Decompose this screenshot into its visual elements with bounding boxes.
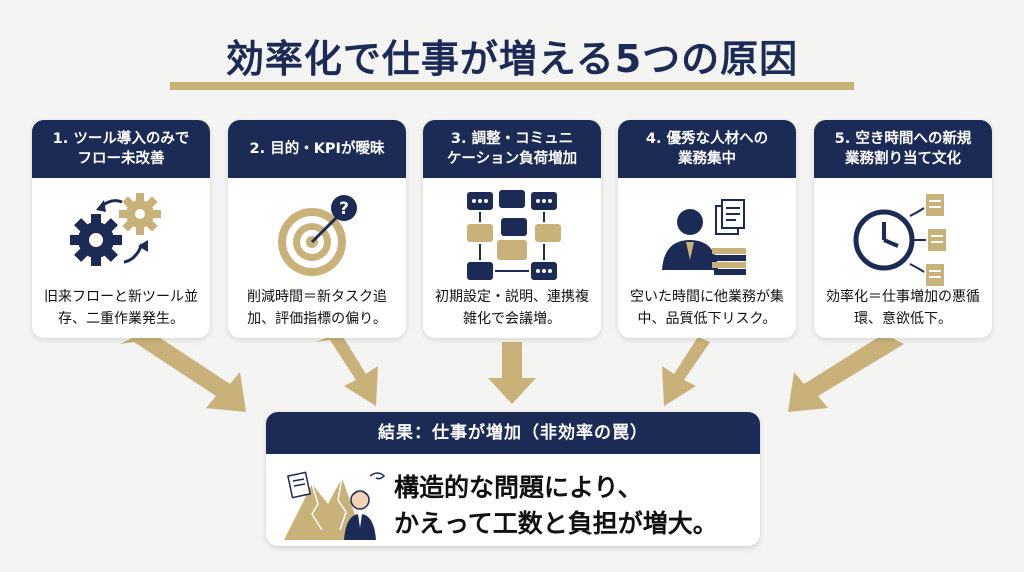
cause-card-4-body: 空いた時間に他業務が集中、品質低下リスク。	[630, 289, 784, 327]
card-4-header-line2: 業務集中	[678, 151, 736, 167]
card-3-header-line1: 3. 調整・コミュニ	[450, 131, 574, 147]
result-line1: 構造的な問題により、	[394, 473, 643, 502]
result-text: 構造的な問題により、 かえって工数と負担が増大。	[394, 470, 754, 542]
result-box: 結果：仕事が増加（非効率の罠） 構造的な問題により、 かえって工数と負担が増大。	[266, 412, 760, 546]
cause-card-4-header: 4. 優秀な人材への 業務集中	[618, 120, 796, 178]
cause-card-2-header: 2. 目的・KPIが曖昧	[228, 120, 406, 178]
worker-documents-icon	[662, 199, 746, 275]
overwhelmed-worker-icon	[284, 471, 386, 540]
arrow-2	[316, 332, 378, 406]
clock-tasks-icon	[853, 194, 946, 286]
result-line2: かえって工数と負担が増大。	[394, 509, 718, 538]
card-5-header-line1: 5. 空き時間への新規	[834, 131, 972, 147]
cause-card-1: 1. ツール導入のみで フロー未改善	[32, 120, 210, 338]
arrow-1	[120, 330, 246, 412]
cause-card-1-body: 旧来フローと新ツール並存、二重作業発生。	[44, 289, 198, 327]
cause-card-3: 3. 調整・コミュニ ケーション負荷増加 初期設定・説明、連携複雑化で会議増。	[423, 120, 601, 338]
title-wrap: 効率化で仕事が増える5つの原因	[0, 28, 1024, 87]
cause-card-5-body: 効率化＝仕事増加の悪循環、意欲低下。	[826, 289, 980, 327]
page-title: 効率化で仕事が増える5つの原因	[225, 37, 799, 81]
arrow-5	[788, 330, 904, 412]
target-question-icon: ?	[278, 195, 357, 276]
card-5-header-line2: 業務割り当て文化	[845, 151, 961, 167]
cause-card-1-header: 1. ツール導入のみで フロー未改善	[32, 120, 210, 178]
arrow-3	[488, 342, 536, 404]
result-header: 結果：仕事が増加（非効率の罠）	[266, 412, 760, 454]
svg-text:?: ?	[339, 199, 349, 219]
gears-cycle-icon	[70, 193, 161, 266]
cause-card-5-header: 5. 空き時間への新規 業務割り当て文化	[814, 120, 992, 178]
title-underline	[170, 82, 854, 90]
cause-card-5: 5. 空き時間への新規 業務割り当て文化 効率化＝仕事増加の悪循環、意欲低下。	[814, 120, 992, 338]
cause-card-3-body: 初期設定・説明、連携複雑化で会議増。	[435, 289, 589, 327]
arrow-4	[662, 332, 710, 406]
cause-card-4: 4. 優秀な人材への 業務集中 空いた時間に他業務が集中、品質低下リスク。	[618, 120, 796, 338]
cause-card-2: 2. 目的・KPIが曖昧 ? 削減時間＝新タスク追加、評価指標の偏り。	[228, 120, 406, 338]
chat-network-icon	[467, 190, 561, 280]
card-2-header-line1: 2. 目的・KPIが曖昧	[249, 141, 385, 157]
card-3-header-line2: ケーション負荷増加	[446, 151, 578, 167]
cause-card-2-body: 削減時間＝新タスク追加、評価指標の偏り。	[247, 289, 387, 327]
card-4-header-line1: 4. 優秀な人材への	[645, 131, 769, 147]
cause-card-3-header: 3. 調整・コミュニ ケーション負荷増加	[423, 120, 601, 178]
card-1-header-line2: フロー未改善	[77, 151, 165, 167]
card-1-header-line1: 1. ツール導入のみで	[52, 131, 190, 147]
